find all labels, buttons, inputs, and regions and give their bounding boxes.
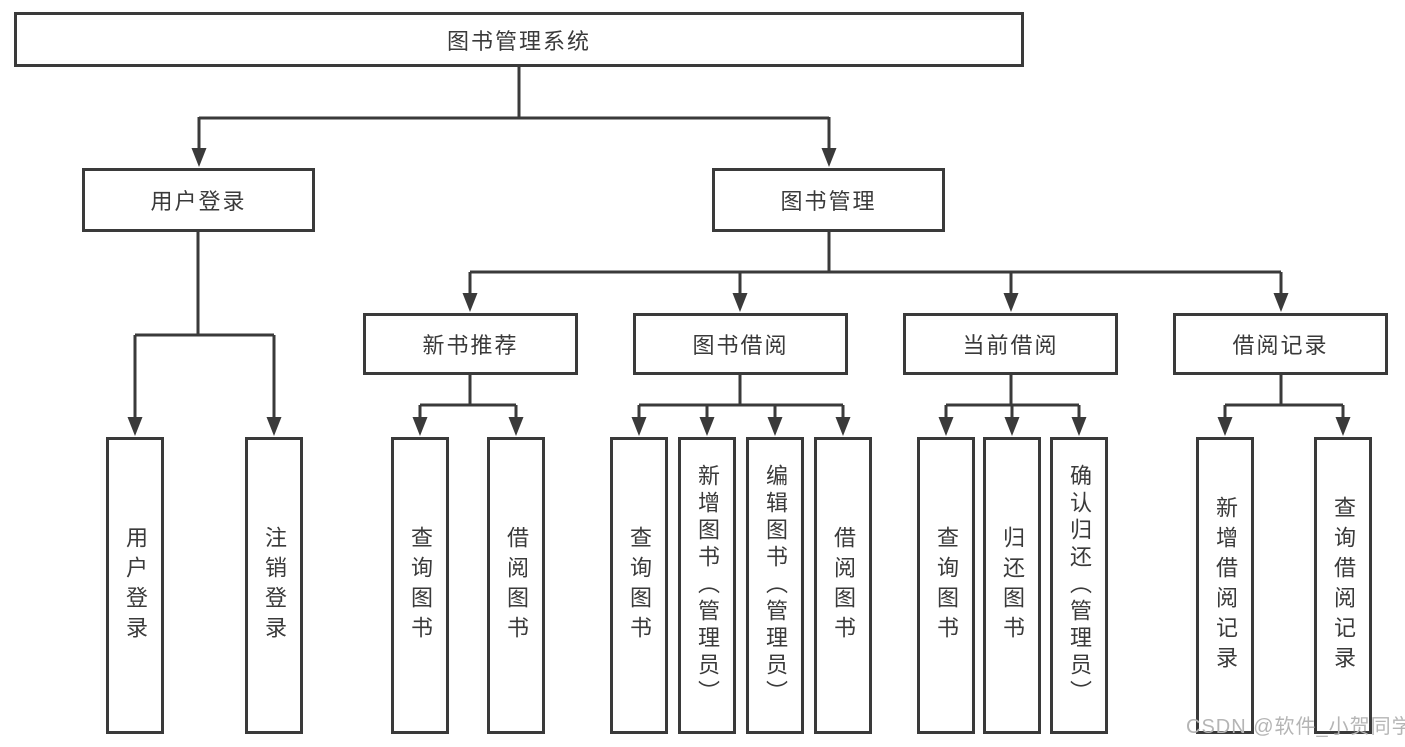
node-user-login: 用户登录 xyxy=(82,168,315,232)
node-borrowing-records-label: 借阅记录 xyxy=(1232,333,1329,358)
node-book-management: 图书管理 xyxy=(712,168,945,232)
leaf-cb-confirm-return-admin: 确认归还（管理员） xyxy=(1050,437,1108,734)
leaf-cb-query-books-label: 查询图书 xyxy=(934,525,959,646)
node-new-book-recommend-label: 新书推荐 xyxy=(422,333,519,358)
leaf-bb-query-books-label: 查询图书 xyxy=(627,525,652,646)
node-book-management-label: 图书管理 xyxy=(780,189,877,214)
connectors-newbook-group xyxy=(412,374,524,436)
leaf-bb-edit-books-admin-label: 编辑图书（管理员） xyxy=(763,464,788,707)
leaf-nbr-borrow-books: 借阅图书 xyxy=(487,437,545,734)
csdn-watermark: CSDN @软件_小贺同学 xyxy=(1186,716,1405,738)
leaf-br-query-record-label: 查询借阅记录 xyxy=(1331,495,1356,676)
leaf-bb-add-books-admin-label: 新增图书（管理员） xyxy=(695,464,720,707)
leaf-cb-confirm-return-admin-label: 确认归还（管理员） xyxy=(1067,464,1092,707)
leaf-br-add-record-label: 新增借阅记录 xyxy=(1213,495,1238,676)
node-current-borrowing: 当前借阅 xyxy=(903,313,1118,375)
node-book-borrowing-label: 图书借阅 xyxy=(692,333,789,358)
leaf-cb-query-books: 查询图书 xyxy=(917,437,975,734)
leaf-nbr-query-books: 查询图书 xyxy=(391,437,449,734)
leaf-cb-return-books: 归还图书 xyxy=(983,437,1041,734)
leaf-bb-borrow-books: 借阅图书 xyxy=(814,437,872,734)
leaf-user-login: 用户登录 xyxy=(106,437,164,734)
connectors-current-group xyxy=(938,374,1087,436)
node-current-borrowing-label: 当前借阅 xyxy=(962,333,1059,358)
node-user-login-label: 用户登录 xyxy=(150,189,247,214)
node-borrowing-records: 借阅记录 xyxy=(1173,313,1388,375)
connectors-records-group xyxy=(1217,374,1351,436)
connectors-root-to-level2 xyxy=(191,66,837,167)
leaf-bb-edit-books-admin: 编辑图书（管理员） xyxy=(746,437,804,734)
leaf-bb-add-books-admin: 新增图书（管理员） xyxy=(678,437,736,734)
leaf-nbr-query-books-label: 查询图书 xyxy=(408,525,433,646)
leaf-logout: 注销登录 xyxy=(245,437,303,734)
leaf-cb-return-books-label: 归还图书 xyxy=(1000,525,1025,646)
node-library-system-label: 图书管理系统 xyxy=(446,28,591,54)
connectors-borrowing-group xyxy=(631,374,851,436)
node-book-borrowing: 图书借阅 xyxy=(633,313,848,375)
node-new-book-recommend: 新书推荐 xyxy=(363,313,578,375)
leaf-bb-borrow-books-label: 借阅图书 xyxy=(831,525,856,646)
leaf-user-login-label: 用户登录 xyxy=(123,525,148,646)
leaf-bb-query-books: 查询图书 xyxy=(610,437,668,734)
node-library-system: 图书管理系统 xyxy=(14,12,1024,67)
leaf-nbr-borrow-books-label: 借阅图书 xyxy=(504,525,529,646)
connectors-userlogin-group xyxy=(127,231,282,436)
leaf-logout-label: 注销登录 xyxy=(262,525,287,646)
leaf-br-query-record: 查询借阅记录 xyxy=(1314,437,1372,734)
connectors-bookmgmt-to-level3 xyxy=(462,232,1289,312)
leaf-br-add-record: 新增借阅记录 xyxy=(1196,437,1254,734)
